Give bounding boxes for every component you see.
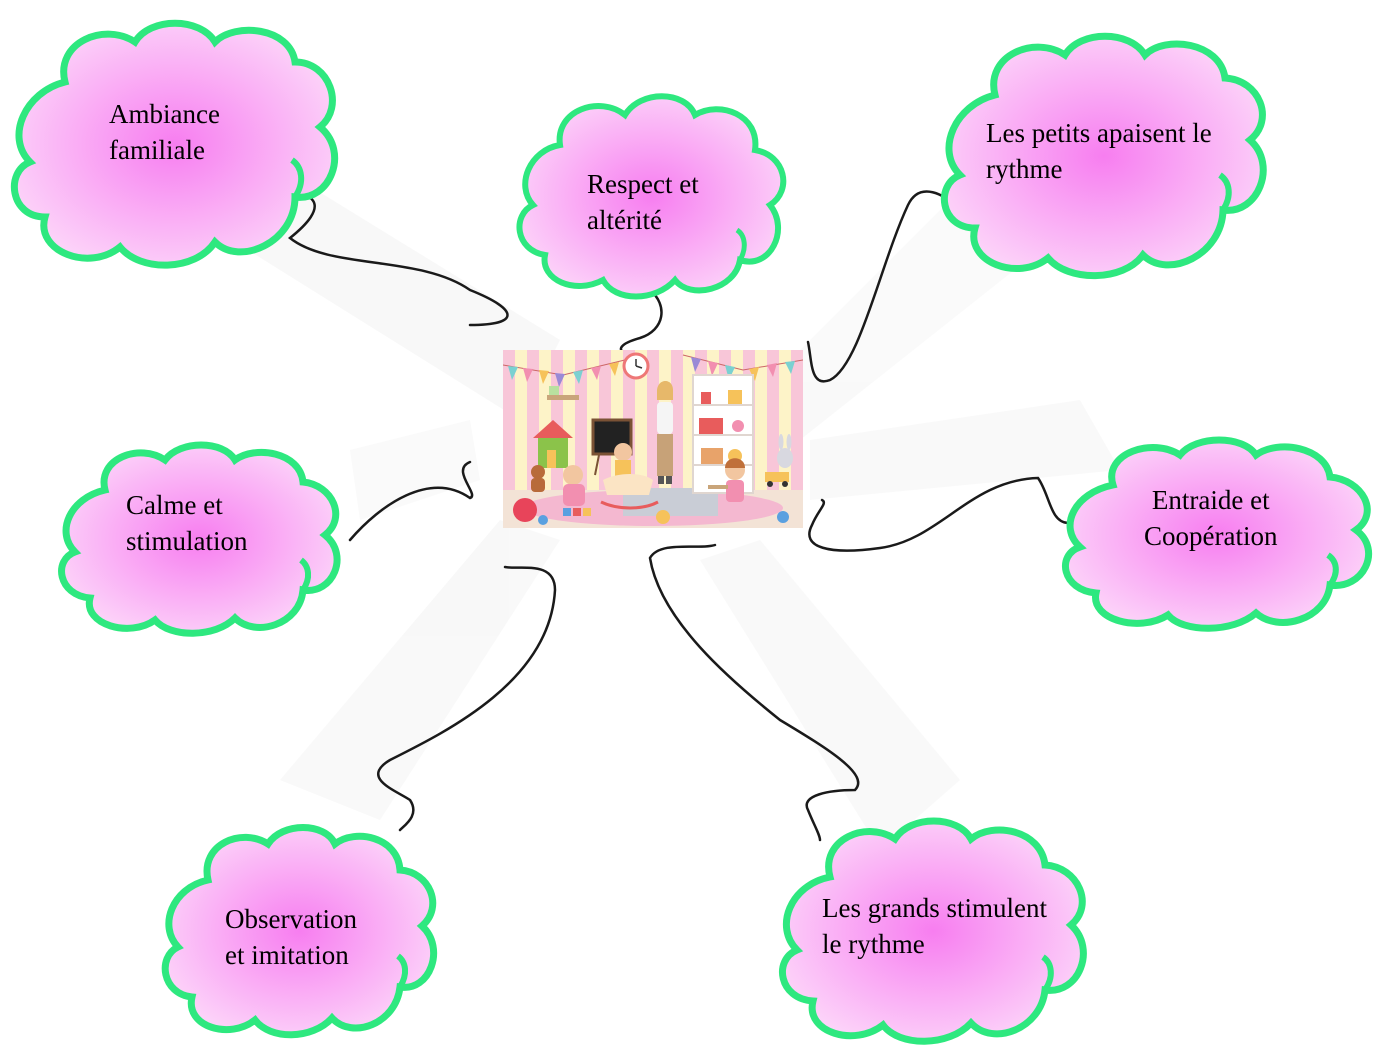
cloud-text-line: rythme [986, 154, 1063, 184]
cloud-text-line: Calme et [126, 490, 223, 520]
connector-petits [806, 190, 960, 383]
cloud-text-line: Coopération [1144, 521, 1278, 551]
cloud-grands-stimulent: Les grands stimulent le rythme [775, 815, 1095, 1047]
background-rays [200, 140, 1120, 850]
connector-ambiance [287, 193, 509, 327]
cloud-text-line: Observation [225, 904, 357, 934]
cloud-text-line: stimulation [126, 526, 248, 556]
cloud-entraide-cooperation: Entraide et Coopération [1058, 435, 1388, 632]
cloud-shape [11, 19, 339, 269]
connector-entraide [808, 476, 1070, 552]
connector-grands [648, 543, 860, 842]
cloud-text-line: Entraide et [1151, 485, 1270, 515]
cloud-text-line: et imitation [225, 940, 349, 970]
connector-observation [377, 565, 557, 832]
cloud-shape [1062, 436, 1372, 632]
connectors [287, 190, 1070, 842]
cloud-text-line: altérité [587, 205, 662, 235]
cloud-text-line: familiale [109, 135, 205, 165]
cloud-observation-imitation: Observation et imitation [160, 822, 442, 1040]
cloud-text-line: Les grands stimulent [822, 893, 1047, 923]
cloud-shape [516, 93, 787, 300]
cloud-text-line: Ambiance [109, 99, 220, 129]
cloud-shape [58, 441, 341, 637]
cloud-text-line: Respect et [587, 169, 699, 199]
cloud-shape [778, 817, 1087, 1045]
cloud-calme-stimulation: Calme et stimulation [55, 440, 353, 637]
cloud-petits-apaisent: Les petits apaisent le rythme [940, 30, 1275, 280]
cloud-text-line: le rythme [822, 929, 925, 959]
classroom-illustration-icon [503, 350, 803, 528]
connector-calme [348, 460, 474, 542]
cloud-ambiance-familiale: Ambiance familiale [10, 12, 348, 270]
cloud-respect-alterite: Respect et altérité [515, 90, 787, 300]
cloud-shape [161, 824, 438, 1039]
cloud-shape [941, 32, 1267, 280]
cloud-text-line: Les petits apaisent le [986, 118, 1212, 148]
